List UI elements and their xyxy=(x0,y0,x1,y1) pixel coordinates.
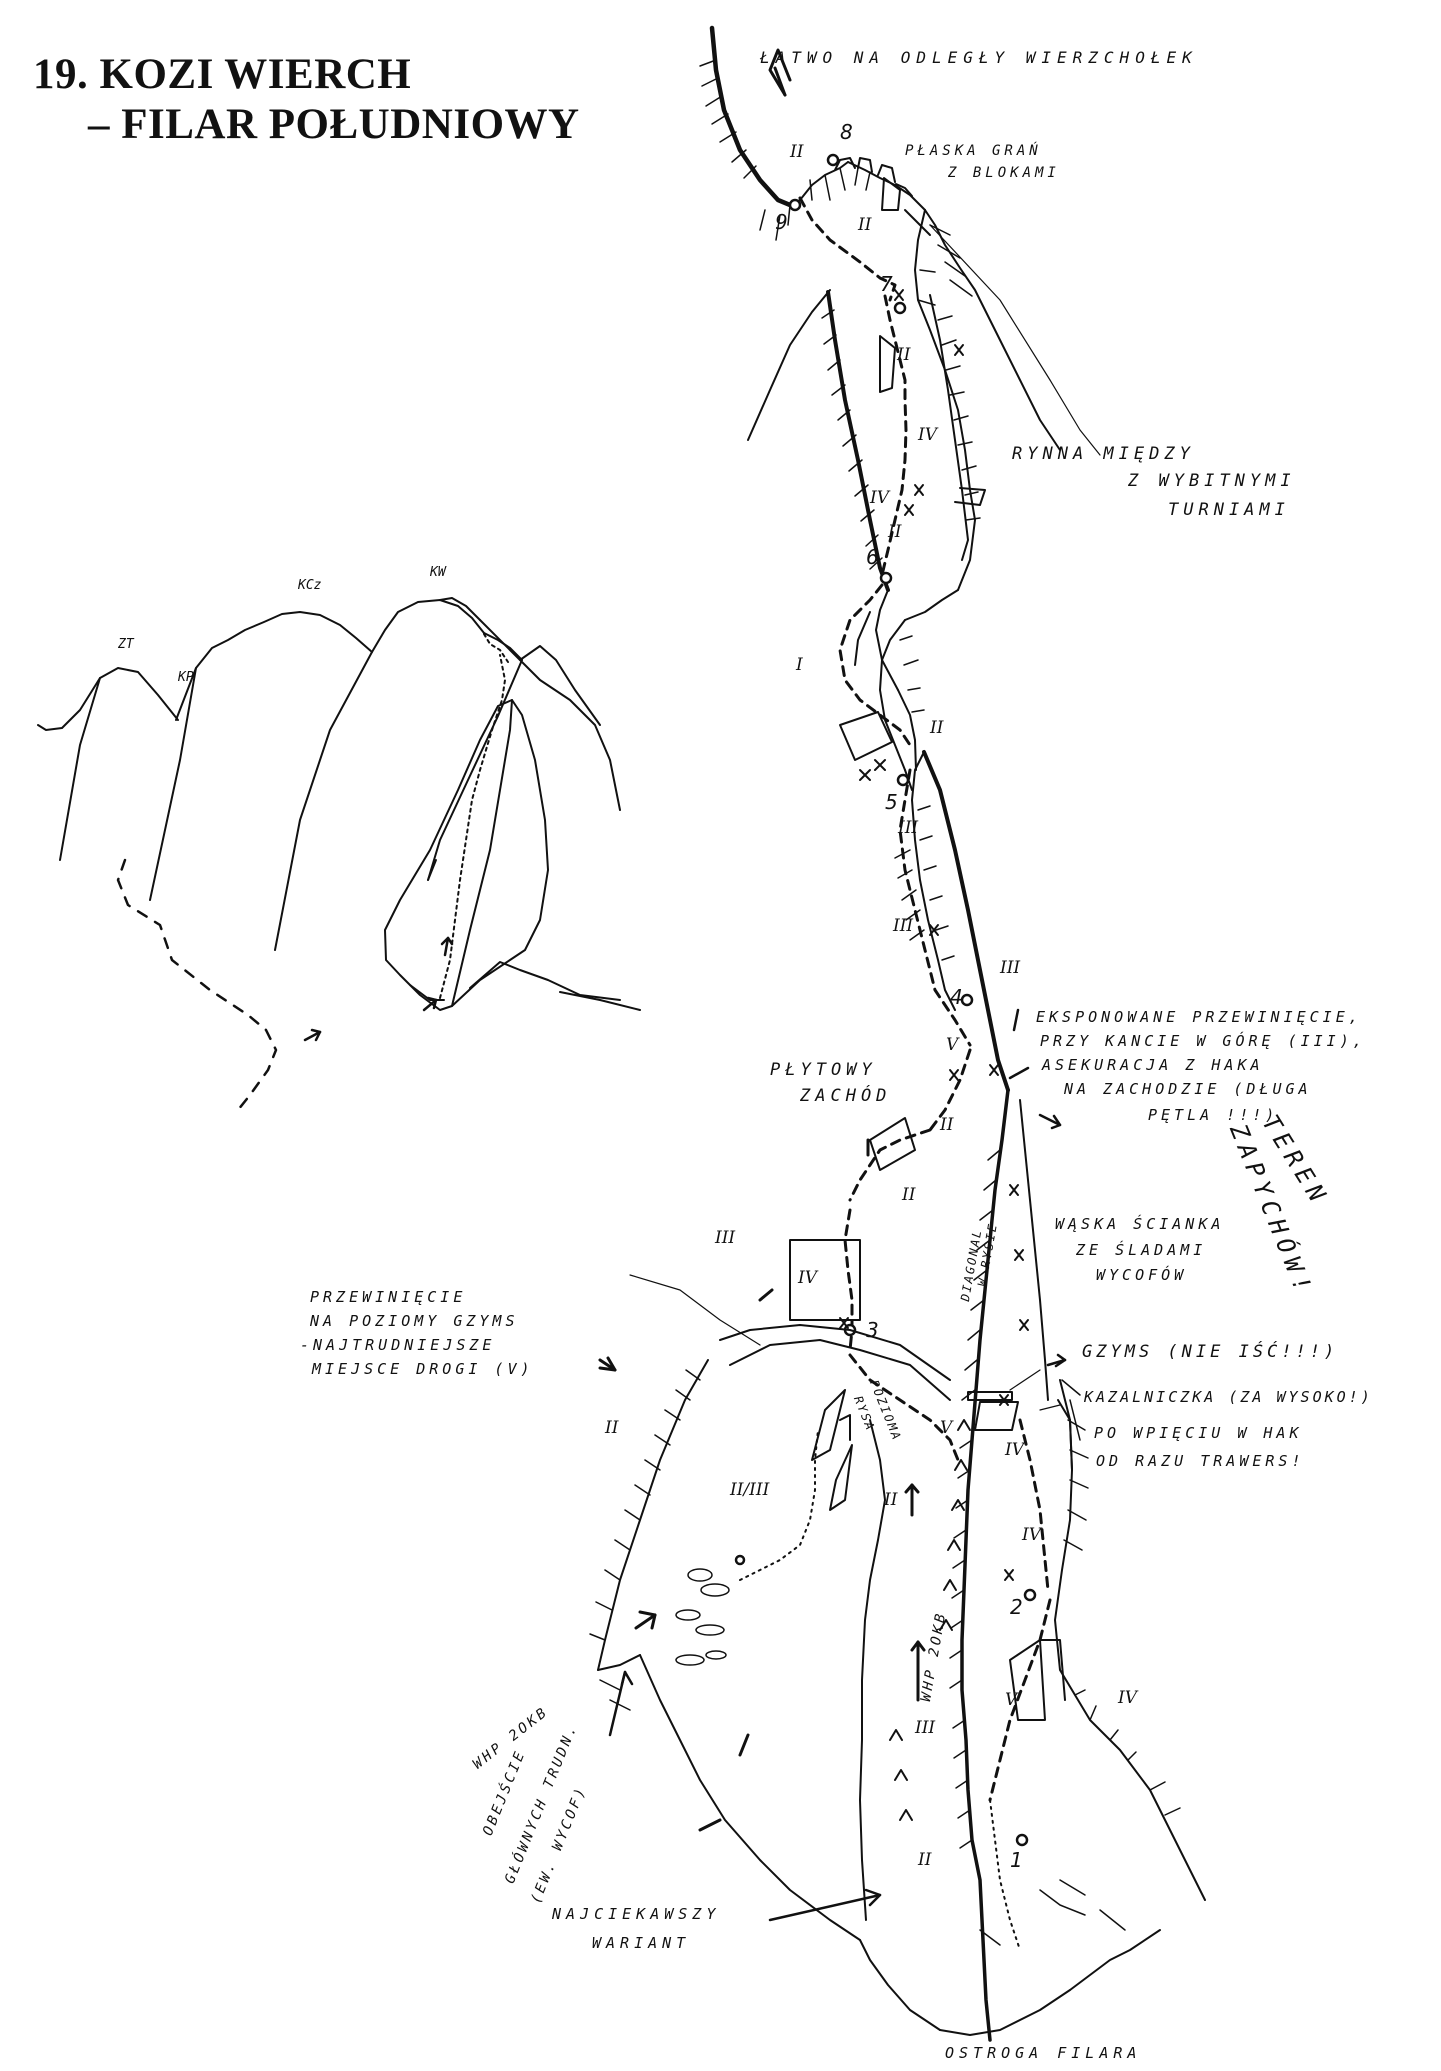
grade-label: III xyxy=(898,818,919,838)
note-eksp-3: ASEKURACJA Z HAKA xyxy=(1042,1056,1264,1074)
peak-label-kp: KP xyxy=(178,670,194,685)
note-rynna-1: RYNNA MIĘDZY xyxy=(1012,444,1195,464)
grade-label: IV xyxy=(870,488,889,508)
note-kazal: KAZALNICZKA (ZA WYSOKO!) xyxy=(1084,1388,1373,1406)
peak-label-zt: ZT xyxy=(118,637,134,652)
scree xyxy=(979,1879,1126,1946)
grade-label: V xyxy=(946,1035,959,1055)
grade-label: II xyxy=(940,1115,954,1135)
belay-number-5: 5 xyxy=(885,790,898,814)
peak-label-kw: KW xyxy=(430,565,446,580)
grade-label: I xyxy=(796,655,803,675)
pitons xyxy=(839,289,1029,1581)
overview-route xyxy=(439,633,509,999)
note-przew-1: PRZEWINIĘCIE xyxy=(310,1288,467,1306)
note-rynna-3: TURNIAMI xyxy=(1168,500,1290,520)
grade-label: IV xyxy=(1005,1440,1024,1460)
grade-label: II xyxy=(884,1490,898,1510)
grade-label: II xyxy=(888,522,902,542)
belay-number-3: 3 xyxy=(866,1318,879,1342)
belay-number-2: 2 xyxy=(1010,1595,1023,1619)
note-latwo: ŁATWO NA ODLEGŁY WIERZCHOŁEK xyxy=(760,48,1198,67)
summit-hatch xyxy=(699,59,973,306)
grade-label: III xyxy=(893,916,914,936)
note-waska-1: WĄSKA ŚCIANKA xyxy=(1055,1215,1225,1233)
note-eksp-4: NA ZACHODZIE (DŁUGA xyxy=(1064,1080,1312,1098)
grade-label: V xyxy=(1005,1690,1018,1710)
belay-number-4: 4 xyxy=(950,985,963,1009)
belay-number-9: 9 xyxy=(775,210,788,234)
grade-label: V xyxy=(940,1418,953,1438)
lower-ellipses xyxy=(675,1568,730,1666)
pillar-arrows xyxy=(889,1419,971,1821)
pillar-upper xyxy=(826,290,890,592)
note-plaska-2: Z BLOKAMI xyxy=(948,165,1060,181)
belay-number-8: 8 xyxy=(840,120,853,144)
overview-sketch xyxy=(37,597,641,1011)
peak-label-kcz: KCz xyxy=(298,578,322,593)
note-waska-3: WYCOFÓW xyxy=(1096,1266,1188,1284)
grade-label: II xyxy=(790,142,804,162)
note-gzyms: GZYMS (NIE IŚĆ!!!) xyxy=(1082,1342,1339,1362)
note-powp-1: PO WPIĘCIU W HAK xyxy=(1094,1424,1303,1442)
note-plytowy-1: PŁYTOWY xyxy=(770,1060,877,1080)
overview-approach xyxy=(116,858,278,1112)
note-najc-2: WARIANT xyxy=(592,1934,691,1952)
note-powp-2: OD RAZU TRAWERS! xyxy=(1096,1452,1305,1470)
arrows xyxy=(598,48,926,1832)
note-przew-4: MIEJSCE DROGI (V) xyxy=(312,1360,534,1378)
summit-ridge xyxy=(709,25,793,208)
note-przew-2: NA POZIOMY GZYMS xyxy=(310,1312,519,1330)
grade-label: II/III xyxy=(730,1480,770,1500)
title-line-2: – FILAR POŁUDNIOWY xyxy=(88,101,580,148)
grade-label: III xyxy=(1000,958,1021,978)
note-plytowy-2: ZACHÓD xyxy=(800,1086,892,1106)
grade-label: IV xyxy=(798,1268,817,1288)
grade-label: IV xyxy=(918,425,937,445)
note-eksp-2: PRZY KANCIE W GÓRĘ (III), xyxy=(1040,1032,1366,1050)
grade-label: III xyxy=(715,1228,736,1248)
belay-stations xyxy=(734,153,1037,1847)
note-rynna-2: Z WYBITNYMI xyxy=(1128,471,1296,491)
belay-number-6: 6 xyxy=(866,545,879,569)
note-eksp-5: PĘTLA !!!) xyxy=(1148,1106,1279,1124)
belay-number-1: 1 xyxy=(1010,1848,1023,1872)
grade-label: III xyxy=(915,1718,936,1738)
grade-label: II xyxy=(902,1185,916,1205)
note-przew-3: -NAJTRUDNIEJSZE xyxy=(300,1336,496,1354)
note-plaska-1: PŁASKA GRAŃ xyxy=(905,143,1042,159)
grade-label: II xyxy=(605,1418,619,1438)
note-najc-1: NAJCIEKAWSZY xyxy=(552,1905,721,1923)
note-ostroga: OSTROGA FILARA xyxy=(945,2044,1142,2062)
grade-label: II xyxy=(897,345,911,365)
belay-number-7: 7 xyxy=(880,272,893,296)
note-eksp-1: EKSPONOWANE PRZEWINIĘCIE, xyxy=(1036,1008,1362,1026)
route-dashed xyxy=(798,196,1052,1802)
note-waska-2: ZE ŚLADAMI xyxy=(1076,1241,1207,1259)
grade-label: II xyxy=(858,215,872,235)
grade-label: IV xyxy=(1022,1525,1041,1545)
grade-label: IV xyxy=(1118,1688,1137,1708)
title-line-1: 19. KOZI WIERCH xyxy=(33,51,412,98)
grade-label: II xyxy=(930,718,944,738)
grade-label: II xyxy=(918,1850,932,1870)
pillar-middle xyxy=(922,750,1010,1092)
